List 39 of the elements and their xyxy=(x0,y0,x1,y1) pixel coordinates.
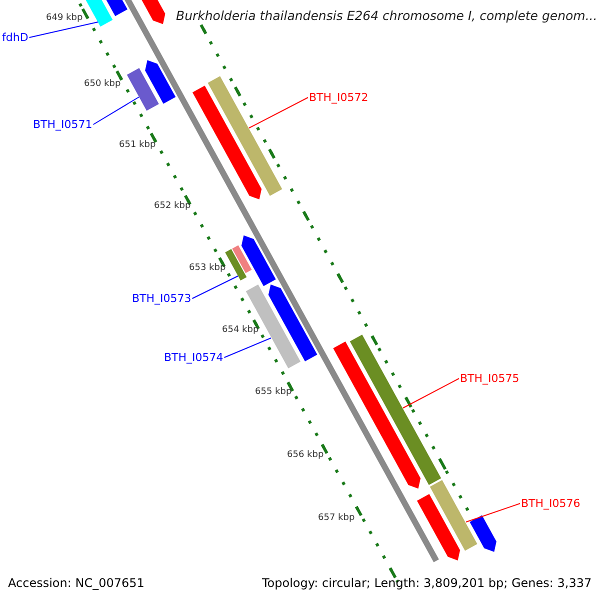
gene-feature xyxy=(232,245,252,274)
scale-label: 656 kbp xyxy=(287,450,324,460)
gene-label: BTH_I0574 xyxy=(164,351,224,364)
leader-line xyxy=(92,96,140,125)
gene-feature xyxy=(350,334,442,486)
scale-label: 657 kbp xyxy=(318,513,355,523)
genome-stats-text: Topology: circular; Length: 3,809,201 bp; Genes: 3,337 xyxy=(262,576,592,590)
leader-line xyxy=(466,503,520,522)
scale-label: 651 kbp xyxy=(119,140,156,150)
leader-line xyxy=(28,22,98,38)
gene-label: BTH_I0573 xyxy=(132,292,192,305)
gene-feature xyxy=(470,515,496,552)
accession-text: Accession: NC_007651 xyxy=(8,576,144,590)
gene-label: BTH_I0575 xyxy=(460,372,520,385)
gene-feature xyxy=(333,342,421,489)
scale-label: 649 kbp xyxy=(46,13,83,23)
scale-label: 652 kbp xyxy=(154,201,191,211)
scale-label: 655 kbp xyxy=(255,387,292,397)
gene-feature xyxy=(208,76,282,196)
scale-label: 654 kbp xyxy=(222,325,259,335)
gene-label: BTH_I0571 xyxy=(33,118,92,131)
gene-feature xyxy=(268,284,318,362)
gene-feature xyxy=(430,480,478,551)
gene-label: BTH_I0576 xyxy=(521,497,580,510)
scale-label: 653 kbp xyxy=(189,263,226,273)
gene-feature xyxy=(225,249,247,280)
leader-line xyxy=(224,338,272,358)
gene-label: fdhD xyxy=(2,31,28,44)
leader-line xyxy=(402,378,460,408)
leader-line xyxy=(248,97,308,128)
gene-feature xyxy=(145,60,176,104)
leader-line xyxy=(192,276,238,299)
gene-feature xyxy=(192,86,262,200)
gene-feature xyxy=(416,494,460,560)
gene-feature xyxy=(126,68,159,111)
gene-label: BTH_I0572 xyxy=(309,91,368,104)
map-title: Burkholderia thailandensis E264 chromosome I, complete genom... xyxy=(176,8,598,23)
scale-label: 650 kbp xyxy=(84,79,121,89)
gene-feature xyxy=(241,235,276,286)
